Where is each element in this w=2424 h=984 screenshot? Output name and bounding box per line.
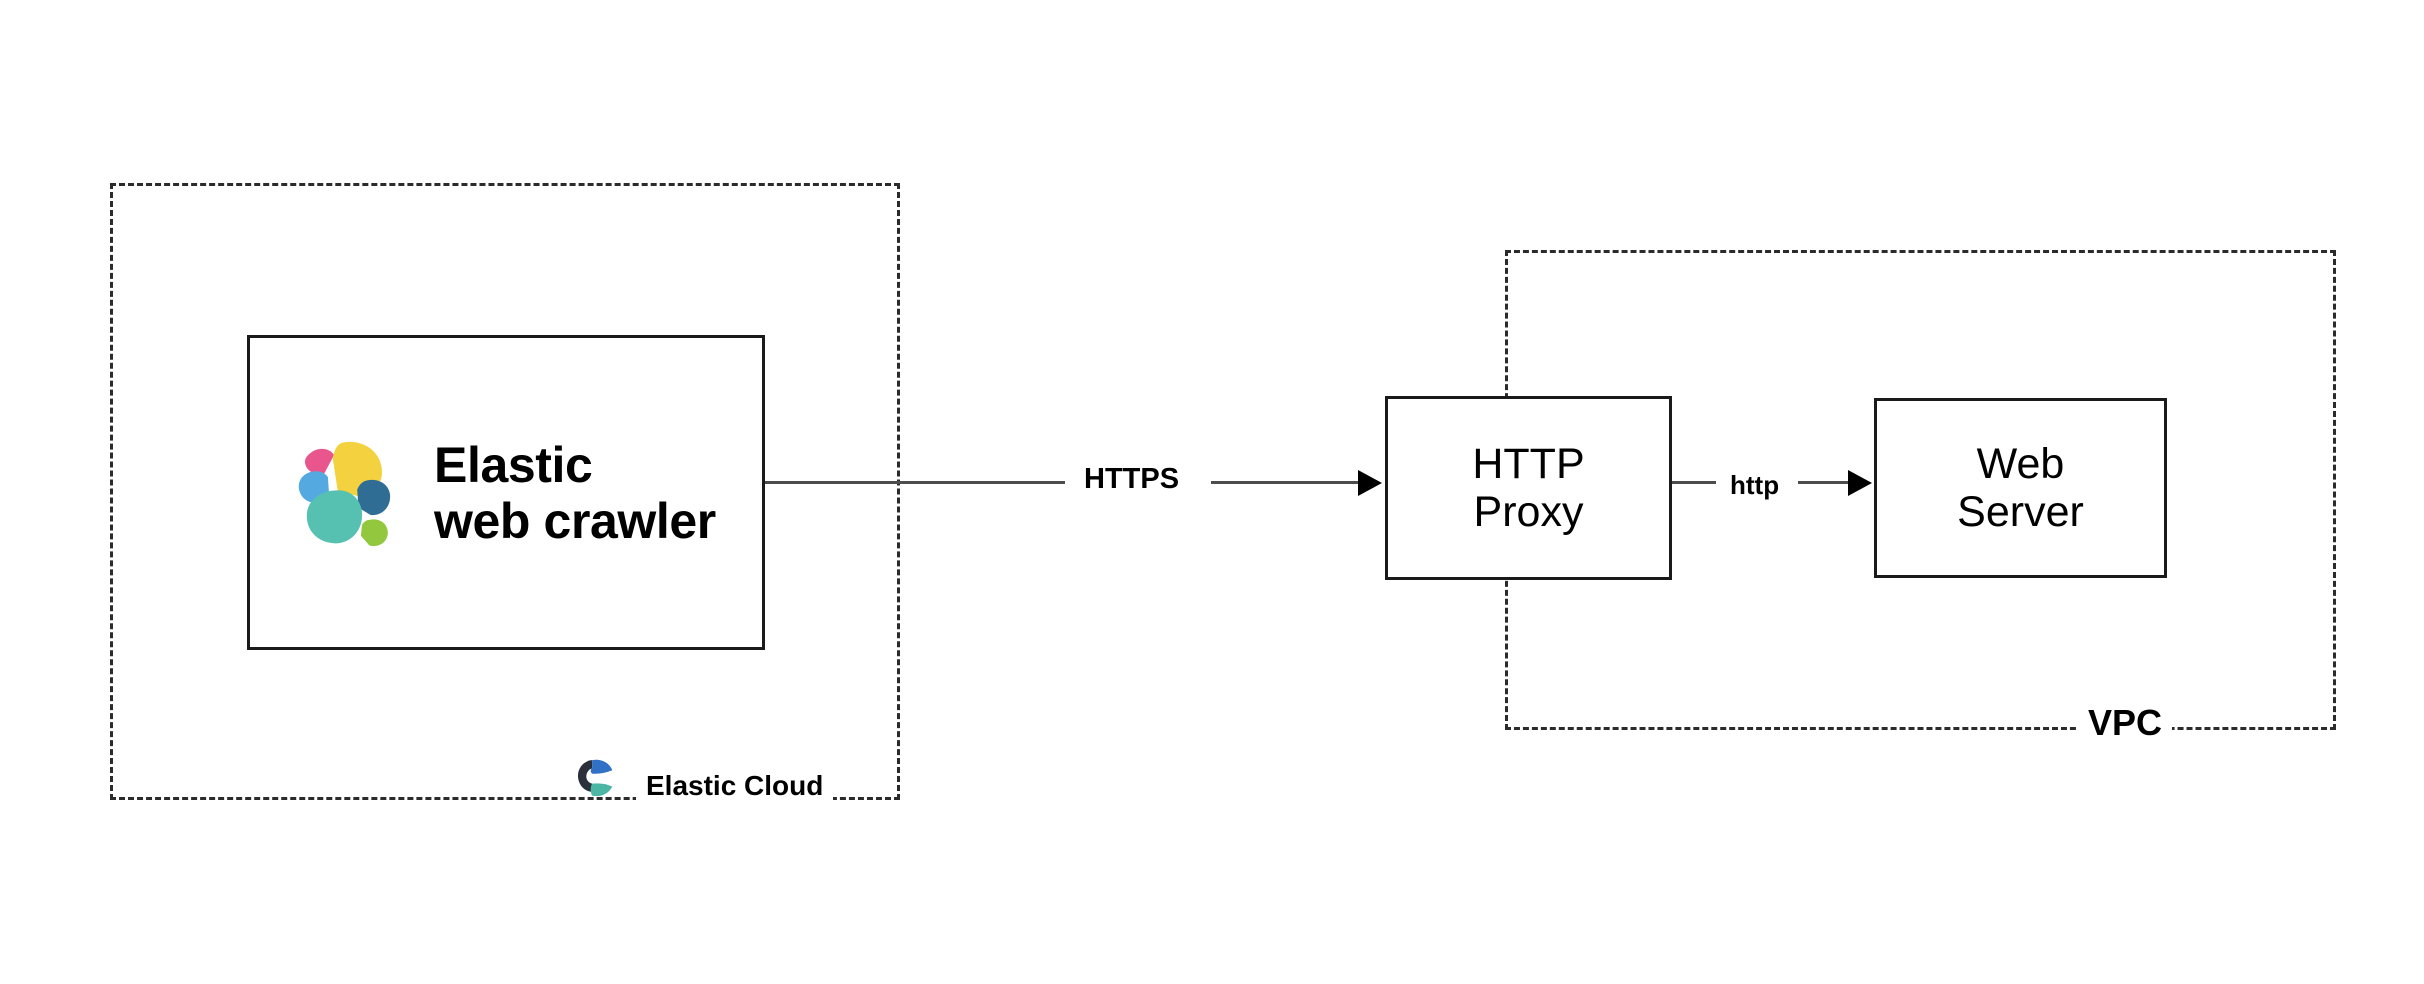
node-elastic-web-crawler[interactable]: Elastic web crawler bbox=[247, 335, 765, 650]
crawler-node-title: Elastic web crawler bbox=[434, 437, 716, 549]
arrow-head-into-proxy-icon bbox=[1358, 470, 1382, 496]
edge-https-to-proxy-line bbox=[1211, 481, 1361, 484]
web-server-label-line-1: Web bbox=[1976, 439, 2065, 488]
edge-label-https: HTTPS bbox=[1078, 463, 1186, 496]
http-proxy-label-line-1: HTTP bbox=[1472, 439, 1585, 488]
http-proxy-label-line-2: Proxy bbox=[1473, 488, 1584, 536]
web-server-label: Web Server bbox=[1957, 440, 2084, 536]
edge-crawler-to-https-line bbox=[765, 481, 1065, 484]
arrow-head-into-web-server-icon bbox=[1848, 470, 1872, 496]
elastic-bloom-logo-icon bbox=[298, 441, 391, 546]
edge-http-to-server-line bbox=[1798, 481, 1850, 484]
elastic-cloud-zone-caption: Elastic Cloud bbox=[636, 770, 834, 802]
vpc-zone-caption: VPC bbox=[2078, 702, 2173, 744]
edge-proxy-to-http-line bbox=[1672, 481, 1716, 484]
edge-label-http: http bbox=[1724, 470, 1786, 501]
web-server-label-line-2: Server bbox=[1957, 488, 2084, 536]
http-proxy-label: HTTP Proxy bbox=[1472, 440, 1584, 536]
elastic-cloud-logo-icon bbox=[577, 759, 613, 797]
node-http-proxy[interactable]: HTTP Proxy bbox=[1385, 396, 1672, 580]
node-web-server[interactable]: Web Server bbox=[1874, 398, 2167, 578]
crawler-node-content: Elastic web crawler bbox=[250, 338, 762, 647]
crawler-title-line-2: web crawler bbox=[434, 492, 716, 549]
crawler-title-line-1: Elastic bbox=[434, 436, 593, 493]
elastic-cloud-boundary bbox=[110, 183, 900, 800]
